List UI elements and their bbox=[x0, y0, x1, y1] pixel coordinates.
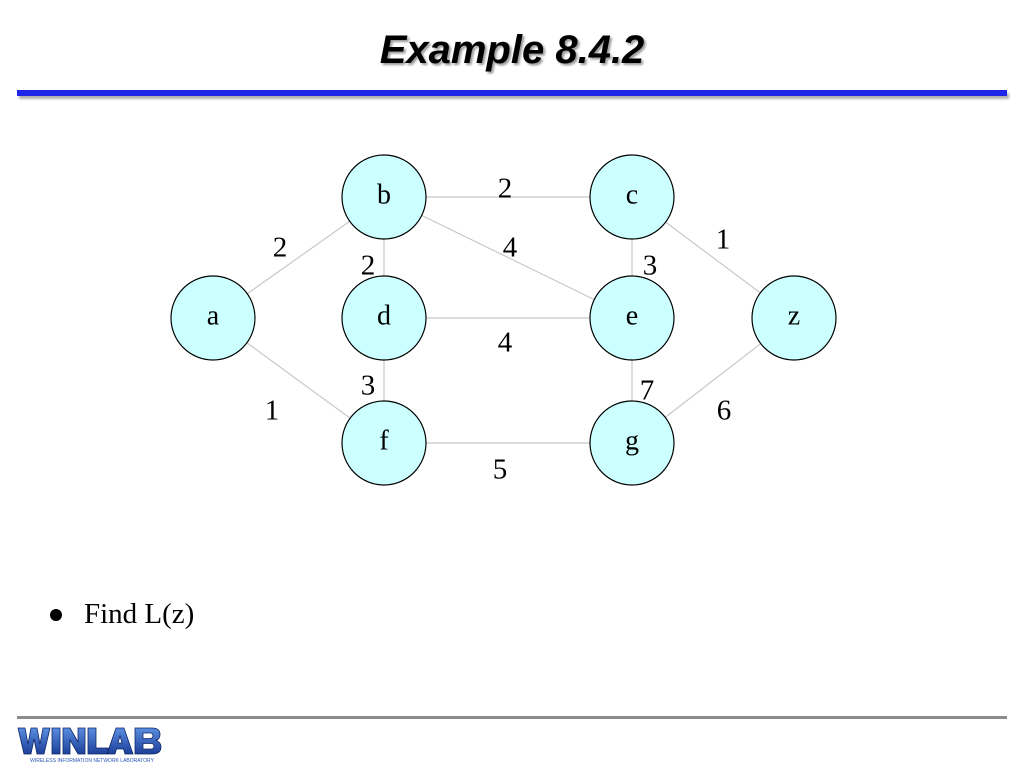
node-circle-g bbox=[589, 400, 675, 486]
node-c: c bbox=[589, 154, 675, 240]
node-label-f: f bbox=[379, 425, 389, 456]
edge-weight-a-b: 2 bbox=[273, 232, 288, 264]
edge-weights-layer: 2 1 2 2 4 3 1 4 3 7 6 5 bbox=[265, 173, 732, 486]
node-circle-b bbox=[341, 154, 427, 240]
node-e: e bbox=[589, 275, 675, 361]
node-circle-a bbox=[170, 275, 256, 361]
edge-b-e bbox=[383, 196, 633, 319]
edge-weight-e-g: 7 bbox=[640, 375, 655, 407]
node-circle-c bbox=[589, 154, 675, 240]
node-g: g bbox=[589, 400, 675, 486]
node-circle-d bbox=[341, 275, 427, 361]
slide-title: Example 8.4.2 bbox=[379, 28, 645, 72]
node-f: f bbox=[341, 400, 427, 486]
edge-weight-b-d: 2 bbox=[361, 250, 376, 282]
edge-weight-d-f: 3 bbox=[361, 370, 376, 402]
bullet-icon bbox=[50, 608, 62, 621]
node-circle-f bbox=[341, 400, 427, 486]
svg-text:WIRELESS INFORMATION NETWORK L: WIRELESS INFORMATION NETWORK LABORATORY bbox=[30, 758, 154, 764]
node-b: b bbox=[341, 154, 427, 240]
edge-weight-d-e: 4 bbox=[498, 327, 513, 359]
edge-weight-c-e: 3 bbox=[643, 250, 658, 282]
bullet-item: Find L(z) bbox=[50, 598, 194, 631]
edge-weight-c-z: 1 bbox=[716, 224, 731, 256]
bullet-text: Find L(z) bbox=[84, 598, 195, 630]
title-divider bbox=[17, 90, 1007, 96]
node-label-a: a bbox=[207, 300, 220, 331]
node-label-z: z bbox=[788, 300, 800, 331]
edge-weight-a-f: 1 bbox=[265, 395, 280, 427]
node-label-d: d bbox=[377, 300, 391, 331]
edge-weight-g-z: 6 bbox=[717, 395, 732, 427]
node-z: z bbox=[751, 275, 837, 361]
node-a: a bbox=[170, 275, 256, 361]
footer-divider bbox=[17, 716, 1007, 719]
node-circle-z bbox=[751, 275, 837, 361]
edge-weight-f-g: 5 bbox=[493, 454, 508, 486]
edge-weight-b-c: 2 bbox=[498, 173, 513, 205]
node-label-e: e bbox=[626, 300, 638, 331]
edge-weight-b-e: 4 bbox=[503, 232, 518, 264]
winlab-logo: WIRELESS INFORMATION NETWORK LABORATORY bbox=[17, 727, 162, 764]
node-d: d bbox=[341, 275, 427, 361]
nodes-layer: a b c d e z f g bbox=[170, 154, 837, 486]
node-label-g: g bbox=[625, 425, 639, 456]
node-label-b: b bbox=[377, 179, 391, 210]
node-label-c: c bbox=[626, 179, 638, 210]
node-circle-e bbox=[589, 275, 675, 361]
